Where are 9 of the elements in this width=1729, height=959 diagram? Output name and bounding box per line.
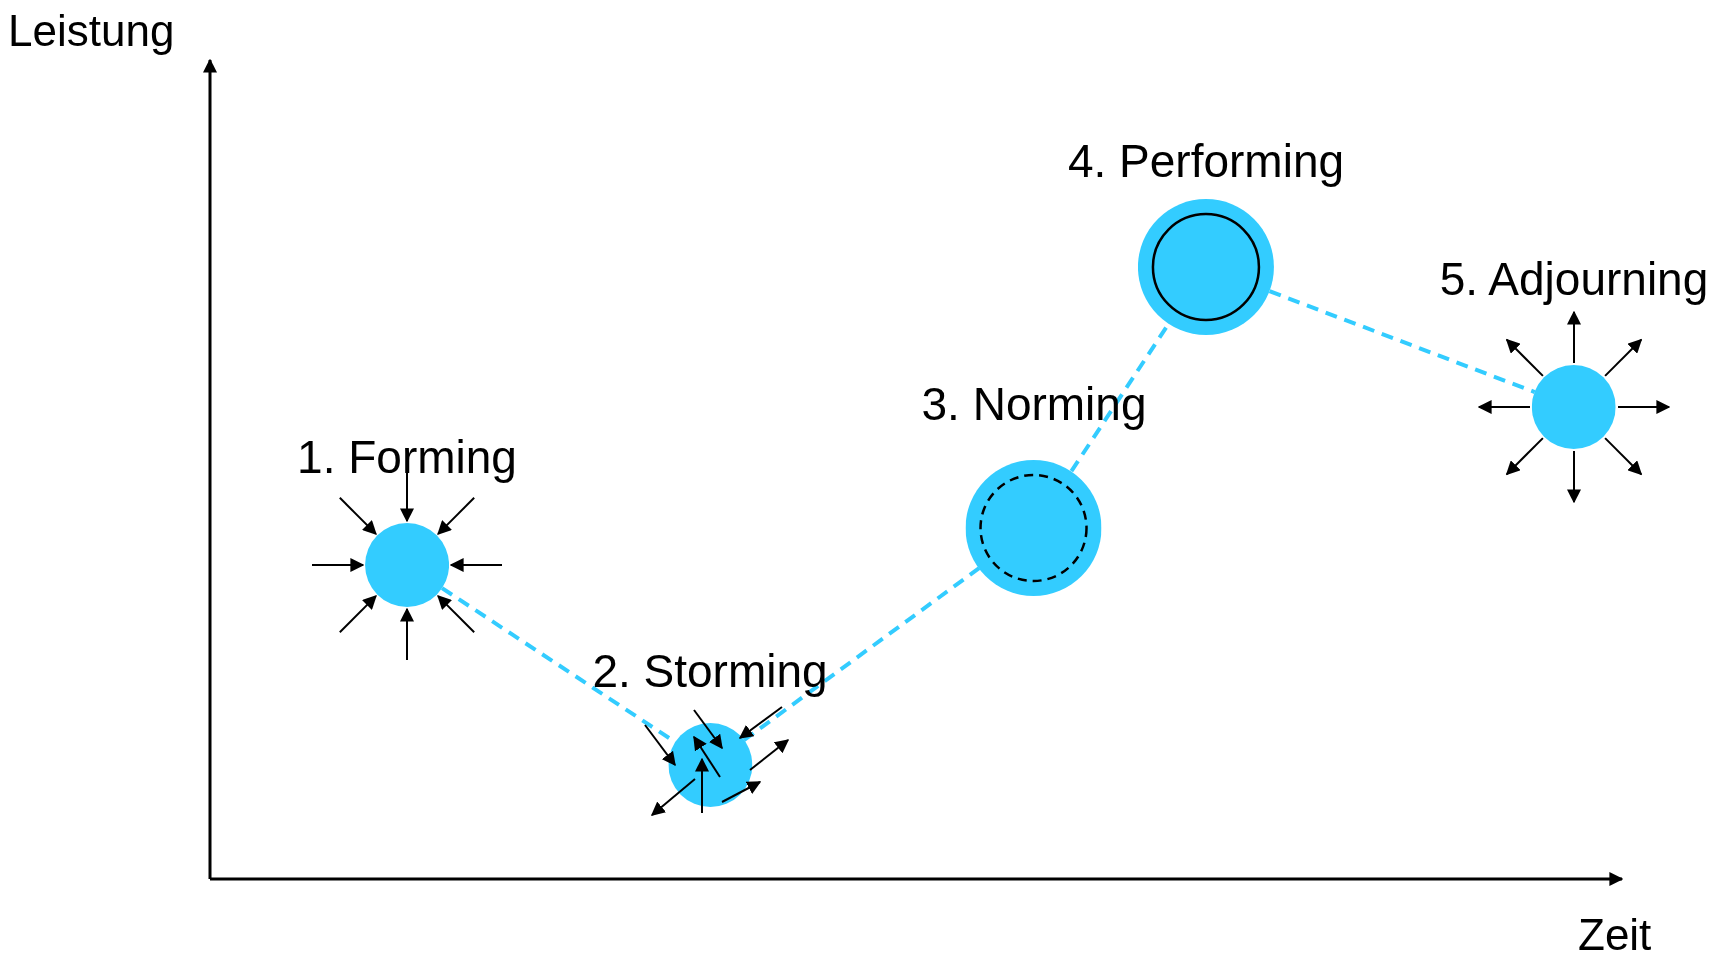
stage-label: 3. Norming — [921, 378, 1147, 430]
connector-line — [742, 566, 981, 742]
connector-line — [1268, 289, 1536, 394]
stage-label: 5. Adjourning — [1439, 253, 1709, 305]
stage-label: 4. Performing — [1067, 135, 1345, 187]
stage-label: 2. Storming — [592, 645, 828, 697]
axis-title: Leistung — [8, 6, 175, 56]
stage-label: 1. Forming — [297, 431, 517, 483]
axis-title: Zeit — [1578, 910, 1652, 959]
